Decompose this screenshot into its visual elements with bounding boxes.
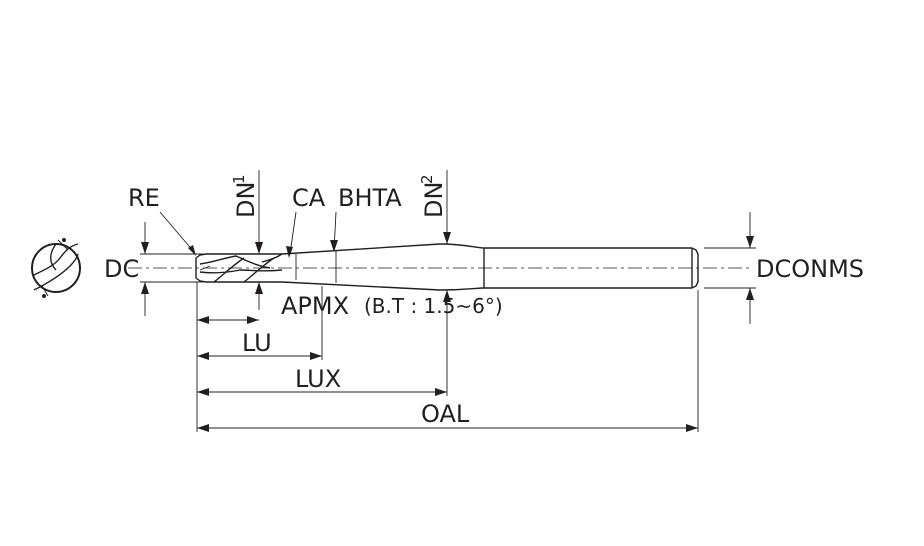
- dn1-label-text: DN: [232, 182, 260, 218]
- lu-dimension: [197, 286, 323, 360]
- dc-label: DC: [104, 255, 139, 283]
- oal-label: OAL: [421, 400, 470, 428]
- dn2-label-subscript: 2: [418, 174, 436, 184]
- dn1-label: DN 1: [230, 174, 260, 218]
- dconms-dimension: [704, 212, 756, 324]
- dn2-label: DN 2: [418, 174, 448, 218]
- dn2-label-text: DN: [420, 182, 448, 218]
- ca-label: CA: [292, 184, 326, 212]
- apmx-note: (B.T : 1.5~6°): [364, 294, 503, 318]
- bhta-label: BHTA: [338, 184, 402, 212]
- apmx-dimension: [196, 282, 259, 432]
- lux-dimension: [197, 388, 447, 396]
- dn1-dimension: [255, 170, 263, 310]
- dc-dimension: [140, 222, 206, 316]
- apmx-label: APMX: [281, 292, 349, 320]
- lu-label: LU: [242, 329, 272, 357]
- dconms-label: DCONMS: [756, 255, 864, 283]
- dn2-dimension: [443, 170, 451, 396]
- re-leader: [159, 211, 196, 256]
- tool-end-view: [31, 238, 81, 298]
- oal-dimension: [197, 290, 699, 432]
- tool-side-view: [128, 243, 752, 291]
- dn1-label-subscript: 1: [230, 174, 248, 184]
- re-label: RE: [128, 184, 160, 212]
- lux-label: LUX: [295, 365, 341, 393]
- ca-bhta-leaders: [286, 211, 338, 258]
